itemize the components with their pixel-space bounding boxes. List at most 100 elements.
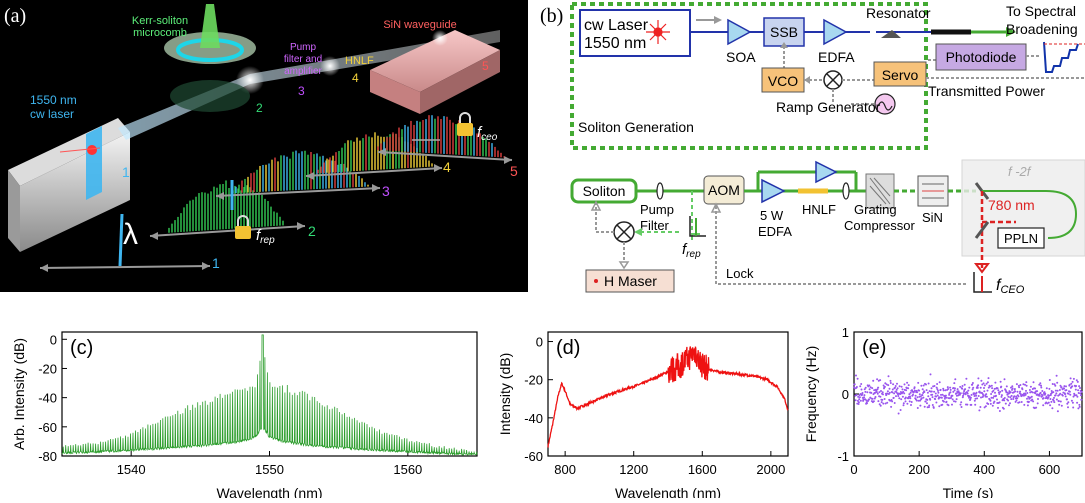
data-point bbox=[990, 393, 993, 395]
data-point bbox=[936, 383, 939, 385]
vco-label: VCO bbox=[768, 73, 798, 89]
data-point bbox=[871, 387, 874, 390]
stage-5-label: 5 bbox=[510, 163, 518, 179]
data-point bbox=[926, 391, 929, 394]
data-point bbox=[899, 409, 902, 411]
data-point bbox=[866, 402, 868, 405]
data-point bbox=[1018, 386, 1021, 389]
output-arrow-icon bbox=[1006, 27, 1016, 37]
y-tick-label: 0 bbox=[536, 335, 543, 350]
data-point bbox=[1022, 383, 1025, 386]
data-point bbox=[945, 400, 948, 403]
data-point bbox=[985, 395, 988, 398]
edfa-label: EDFA bbox=[818, 49, 855, 65]
axis-arrow-icon bbox=[504, 156, 512, 164]
data-point bbox=[904, 400, 907, 403]
amplifier-label: amplifier bbox=[284, 66, 322, 77]
data-point bbox=[888, 391, 891, 394]
data-point bbox=[1077, 389, 1080, 392]
data-point bbox=[1044, 392, 1047, 395]
data-point bbox=[1079, 387, 1081, 389]
data-point bbox=[1063, 385, 1066, 388]
data-point bbox=[854, 399, 857, 402]
data-point bbox=[977, 384, 980, 387]
lens-icon bbox=[842, 182, 850, 200]
data-point bbox=[985, 393, 988, 396]
data-point bbox=[879, 404, 882, 407]
data-point bbox=[999, 390, 1002, 393]
pump-label: Pump bbox=[290, 42, 317, 53]
data-point bbox=[978, 409, 981, 412]
data-point bbox=[1076, 380, 1079, 383]
data-point bbox=[913, 389, 916, 392]
hnlf-label: HNLF bbox=[345, 55, 374, 67]
data-point bbox=[931, 404, 934, 406]
microresonator bbox=[164, 4, 256, 112]
data-point bbox=[1000, 395, 1003, 398]
data-point bbox=[928, 404, 931, 407]
data-point bbox=[881, 398, 884, 401]
data-point bbox=[1080, 398, 1083, 401]
panel-a: Kerr-soliton microcomb SiN waveguide Pum… bbox=[0, 0, 528, 292]
data-point bbox=[961, 396, 964, 399]
data-point bbox=[1031, 398, 1034, 401]
data-point bbox=[901, 388, 904, 391]
data-point bbox=[872, 400, 875, 403]
data-point bbox=[1056, 410, 1059, 413]
data-point bbox=[941, 403, 944, 406]
data-point bbox=[857, 403, 860, 405]
data-point bbox=[901, 395, 904, 398]
data-point bbox=[877, 386, 880, 389]
data-point bbox=[933, 390, 936, 393]
data-point bbox=[953, 400, 955, 403]
axis-arrow-icon bbox=[297, 222, 305, 230]
panel-b: (b) cw Laser 1550 nm SOA SSB EDFA Resona… bbox=[536, 0, 1085, 296]
arrow-icon bbox=[618, 261, 630, 270]
data-point bbox=[998, 410, 1001, 412]
to-spectral-label: To Spectral bbox=[1006, 3, 1076, 19]
data-point bbox=[885, 394, 888, 397]
data-point bbox=[1012, 398, 1015, 400]
data-point bbox=[931, 396, 934, 399]
axis-arrow-icon bbox=[202, 262, 210, 270]
data-point bbox=[918, 389, 921, 392]
y-tick-label: 0 bbox=[842, 387, 849, 402]
data-point bbox=[979, 406, 982, 408]
data-point bbox=[1066, 398, 1068, 401]
cw-laser-label: cw laser bbox=[30, 107, 74, 121]
data-point bbox=[944, 389, 947, 392]
data-point bbox=[1008, 390, 1011, 393]
data-point bbox=[878, 391, 881, 394]
data-point bbox=[990, 384, 993, 387]
data-point bbox=[1054, 394, 1057, 397]
panel-a-illustration: Kerr-soliton microcomb SiN waveguide Pum… bbox=[0, 0, 528, 292]
data-point bbox=[1009, 396, 1012, 399]
x-tick-label: 0 bbox=[850, 462, 857, 477]
data-point bbox=[969, 398, 972, 401]
data-point bbox=[872, 379, 875, 382]
photodiode-label: Photodiode bbox=[946, 49, 1017, 65]
data-point bbox=[991, 404, 994, 407]
data-point bbox=[991, 387, 994, 390]
amplifier-icon bbox=[815, 160, 838, 184]
data-point bbox=[971, 388, 974, 391]
data-point bbox=[864, 390, 867, 393]
data-point bbox=[935, 395, 938, 398]
data-point bbox=[1026, 392, 1029, 394]
data-point bbox=[1048, 387, 1051, 390]
data-point bbox=[1042, 404, 1045, 407]
data-point bbox=[1032, 400, 1035, 403]
data-point bbox=[976, 386, 979, 389]
data-point bbox=[1057, 400, 1060, 403]
stage-4-axis bbox=[305, 167, 443, 177]
data-point bbox=[959, 385, 962, 388]
data-point bbox=[939, 396, 941, 399]
data-point bbox=[1028, 389, 1031, 391]
fceo-axes-icon bbox=[973, 272, 992, 293]
ppln-box bbox=[997, 227, 1045, 249]
data-point bbox=[976, 397, 979, 400]
data-point bbox=[853, 383, 856, 386]
data-point bbox=[977, 377, 980, 380]
data-point bbox=[956, 388, 959, 391]
